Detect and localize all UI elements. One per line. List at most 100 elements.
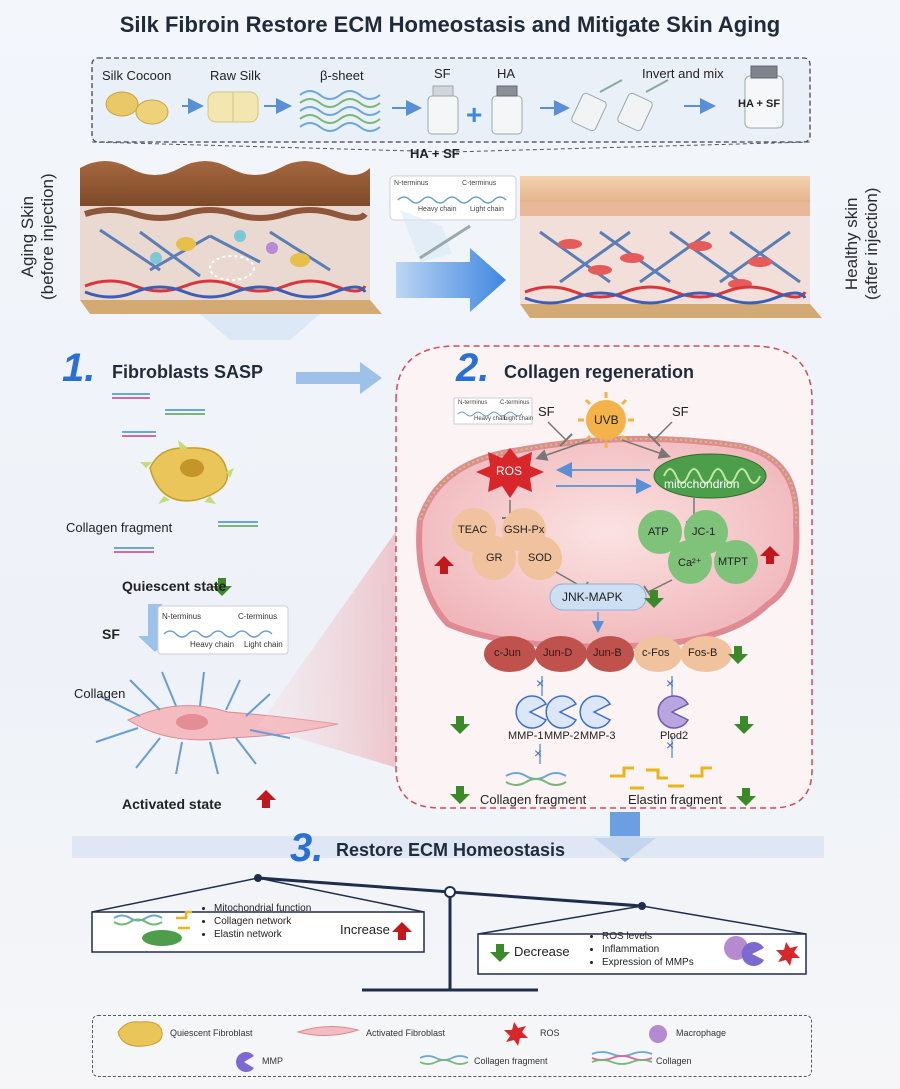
- beta-sheet-icon: [299, 90, 381, 132]
- process-ha-sf-label: HA + SF: [410, 146, 460, 161]
- section1-sf-label: SF: [102, 626, 120, 642]
- ros-burst: [476, 448, 544, 498]
- decrease-item: Inflammation: [602, 943, 694, 956]
- legend-activated-icon: [296, 1026, 360, 1036]
- legend-activated-label: Activated Fibroblast: [366, 1028, 446, 1038]
- step-ha: HA: [497, 66, 516, 81]
- mmp1-label: MMP-1: [508, 730, 544, 742]
- healthy-skin-block: [520, 176, 822, 318]
- quiescent-down-arrow: [212, 578, 232, 596]
- chain-heavy-label: Heavy chain: [418, 206, 457, 213]
- jnk-down-arrow: [644, 590, 664, 608]
- legend-macrophage-label: Macrophage: [676, 1028, 727, 1038]
- increase-up-arrow: [392, 922, 412, 940]
- final-vial-icon: [744, 65, 784, 129]
- legend-quiescent-icon: [117, 1021, 163, 1047]
- legend-collagen-fragment-label: Collagen fragment: [474, 1056, 548, 1066]
- sf-left-label: SF: [538, 404, 555, 419]
- gr-label: GR: [486, 552, 503, 564]
- section3-title: Restore ECM Homeostasis: [336, 840, 566, 860]
- step-ha-sf-vial: HA + SF: [738, 98, 781, 110]
- uvb-icon: [578, 392, 634, 448]
- section1-chain-n: N-terminus: [162, 612, 202, 621]
- legend-quiescent-label: Quiescent Fibroblast: [170, 1028, 253, 1038]
- legend-macrophage-icon: [649, 1025, 667, 1043]
- chain-n-label: N-terminus: [394, 180, 429, 187]
- step-raw-silk: Raw Silk: [210, 68, 261, 83]
- increase-pan: [91, 911, 425, 953]
- svg-text:×: ×: [534, 745, 542, 761]
- sf-right-label: SF: [672, 404, 689, 419]
- antioxidant-cluster: [452, 508, 562, 580]
- atp-label: ATP: [648, 526, 669, 538]
- jun-d-label: Jun-D: [543, 647, 573, 659]
- transcription-factors: [484, 636, 732, 672]
- jnk-mapk-label: JNK-MAPK: [562, 590, 623, 604]
- legend-mmp-icon: [236, 1052, 254, 1072]
- c-jun-label: c-Jun: [494, 647, 521, 659]
- legend-collagen-icon: [591, 1051, 653, 1065]
- fos-b-label: Fos-B: [688, 647, 718, 659]
- elastin-small-icon: [176, 910, 192, 930]
- section2-chain-box: [453, 397, 533, 425]
- sf-vial-icon: [427, 85, 459, 135]
- decrease-list: ROS levels Inflammation Expression of MM…: [588, 930, 694, 969]
- aging-skin-block: [80, 161, 382, 314]
- mito-marker-cluster: [638, 510, 758, 584]
- section1-chain-c: C-terminus: [238, 612, 278, 621]
- section1-collagen-fragment: Collagen fragment: [66, 520, 173, 535]
- section2-title: Collagen regeneration: [504, 362, 695, 382]
- figure-title: Silk Fibroin Restore ECM Homeostasis and…: [119, 12, 781, 37]
- collagen-frag-down-arrow: [450, 786, 470, 804]
- jun-b-label: Jun-B: [593, 647, 622, 659]
- ros-label: ROS: [496, 464, 523, 478]
- mmp2-label: MMP-2: [544, 730, 580, 742]
- zoom-funnel: [258, 520, 404, 770]
- decrease-label: Decrease: [514, 944, 570, 959]
- mtpt-label: MTPT: [718, 556, 748, 568]
- section3-number: 3.: [290, 826, 324, 870]
- mmp-left-down-arrow: [450, 716, 470, 734]
- mito-up-arrow: [760, 546, 780, 564]
- block-x-icon: ×: [536, 675, 544, 691]
- section1-number: 1.: [62, 346, 96, 390]
- legend-collagen-fragment-icon: [419, 1055, 469, 1065]
- increase-item: Elastin network: [214, 928, 311, 941]
- increase-list: Mitochondrial function Collagen network …: [200, 902, 311, 941]
- cocoon-icon: [105, 91, 139, 117]
- svg-text:×: ×: [666, 737, 674, 753]
- s2-chain-n: N-terminus: [458, 400, 488, 406]
- sf-chain-box: [389, 175, 517, 221]
- s2-chain-light: Light chain: [504, 416, 534, 422]
- section2-number: 2.: [456, 346, 490, 390]
- c-fos-label: c-Fos: [642, 647, 670, 659]
- antiox-up-arrow: [434, 556, 454, 574]
- legend-ros-icon: [504, 1022, 528, 1046]
- mitochondrion-label: mitochondrion: [664, 477, 740, 491]
- quiescent-fibroblast: [140, 440, 234, 504]
- step-sf: SF: [434, 66, 451, 81]
- increase-item: Mitochondrial function: [214, 902, 311, 915]
- decrease-item: Expression of MMPs: [602, 956, 694, 969]
- mmp-small-icon: [741, 941, 764, 966]
- section1-chain-heavy: Heavy chain: [190, 640, 235, 649]
- legend-mmp-label: MMP: [262, 1056, 283, 1066]
- elastin-fragment-label: Elastin fragment: [628, 792, 722, 807]
- step-invert-mix: Invert and mix: [642, 66, 724, 81]
- section3-band: [72, 836, 824, 858]
- mmp-icons: [515, 695, 612, 729]
- section1-chain-light: Light chain: [244, 640, 283, 649]
- teac-label: TEAC: [458, 524, 488, 536]
- quiescent-state-label: Quiescent state: [122, 578, 227, 594]
- ha-vial-icon: [491, 85, 523, 135]
- ca-label: Ca²⁺: [678, 557, 702, 569]
- step-silk-cocoon: Silk Cocoon: [102, 68, 172, 83]
- elastin-fragment-icon: [610, 766, 712, 790]
- sod-label: SOD: [528, 552, 552, 564]
- section1-title: Fibroblasts SASP: [112, 362, 264, 382]
- plod2-label: Plod2: [660, 730, 689, 742]
- gsh-px-label: GSH-Px: [504, 524, 545, 536]
- uvb-label: UVB: [594, 413, 619, 427]
